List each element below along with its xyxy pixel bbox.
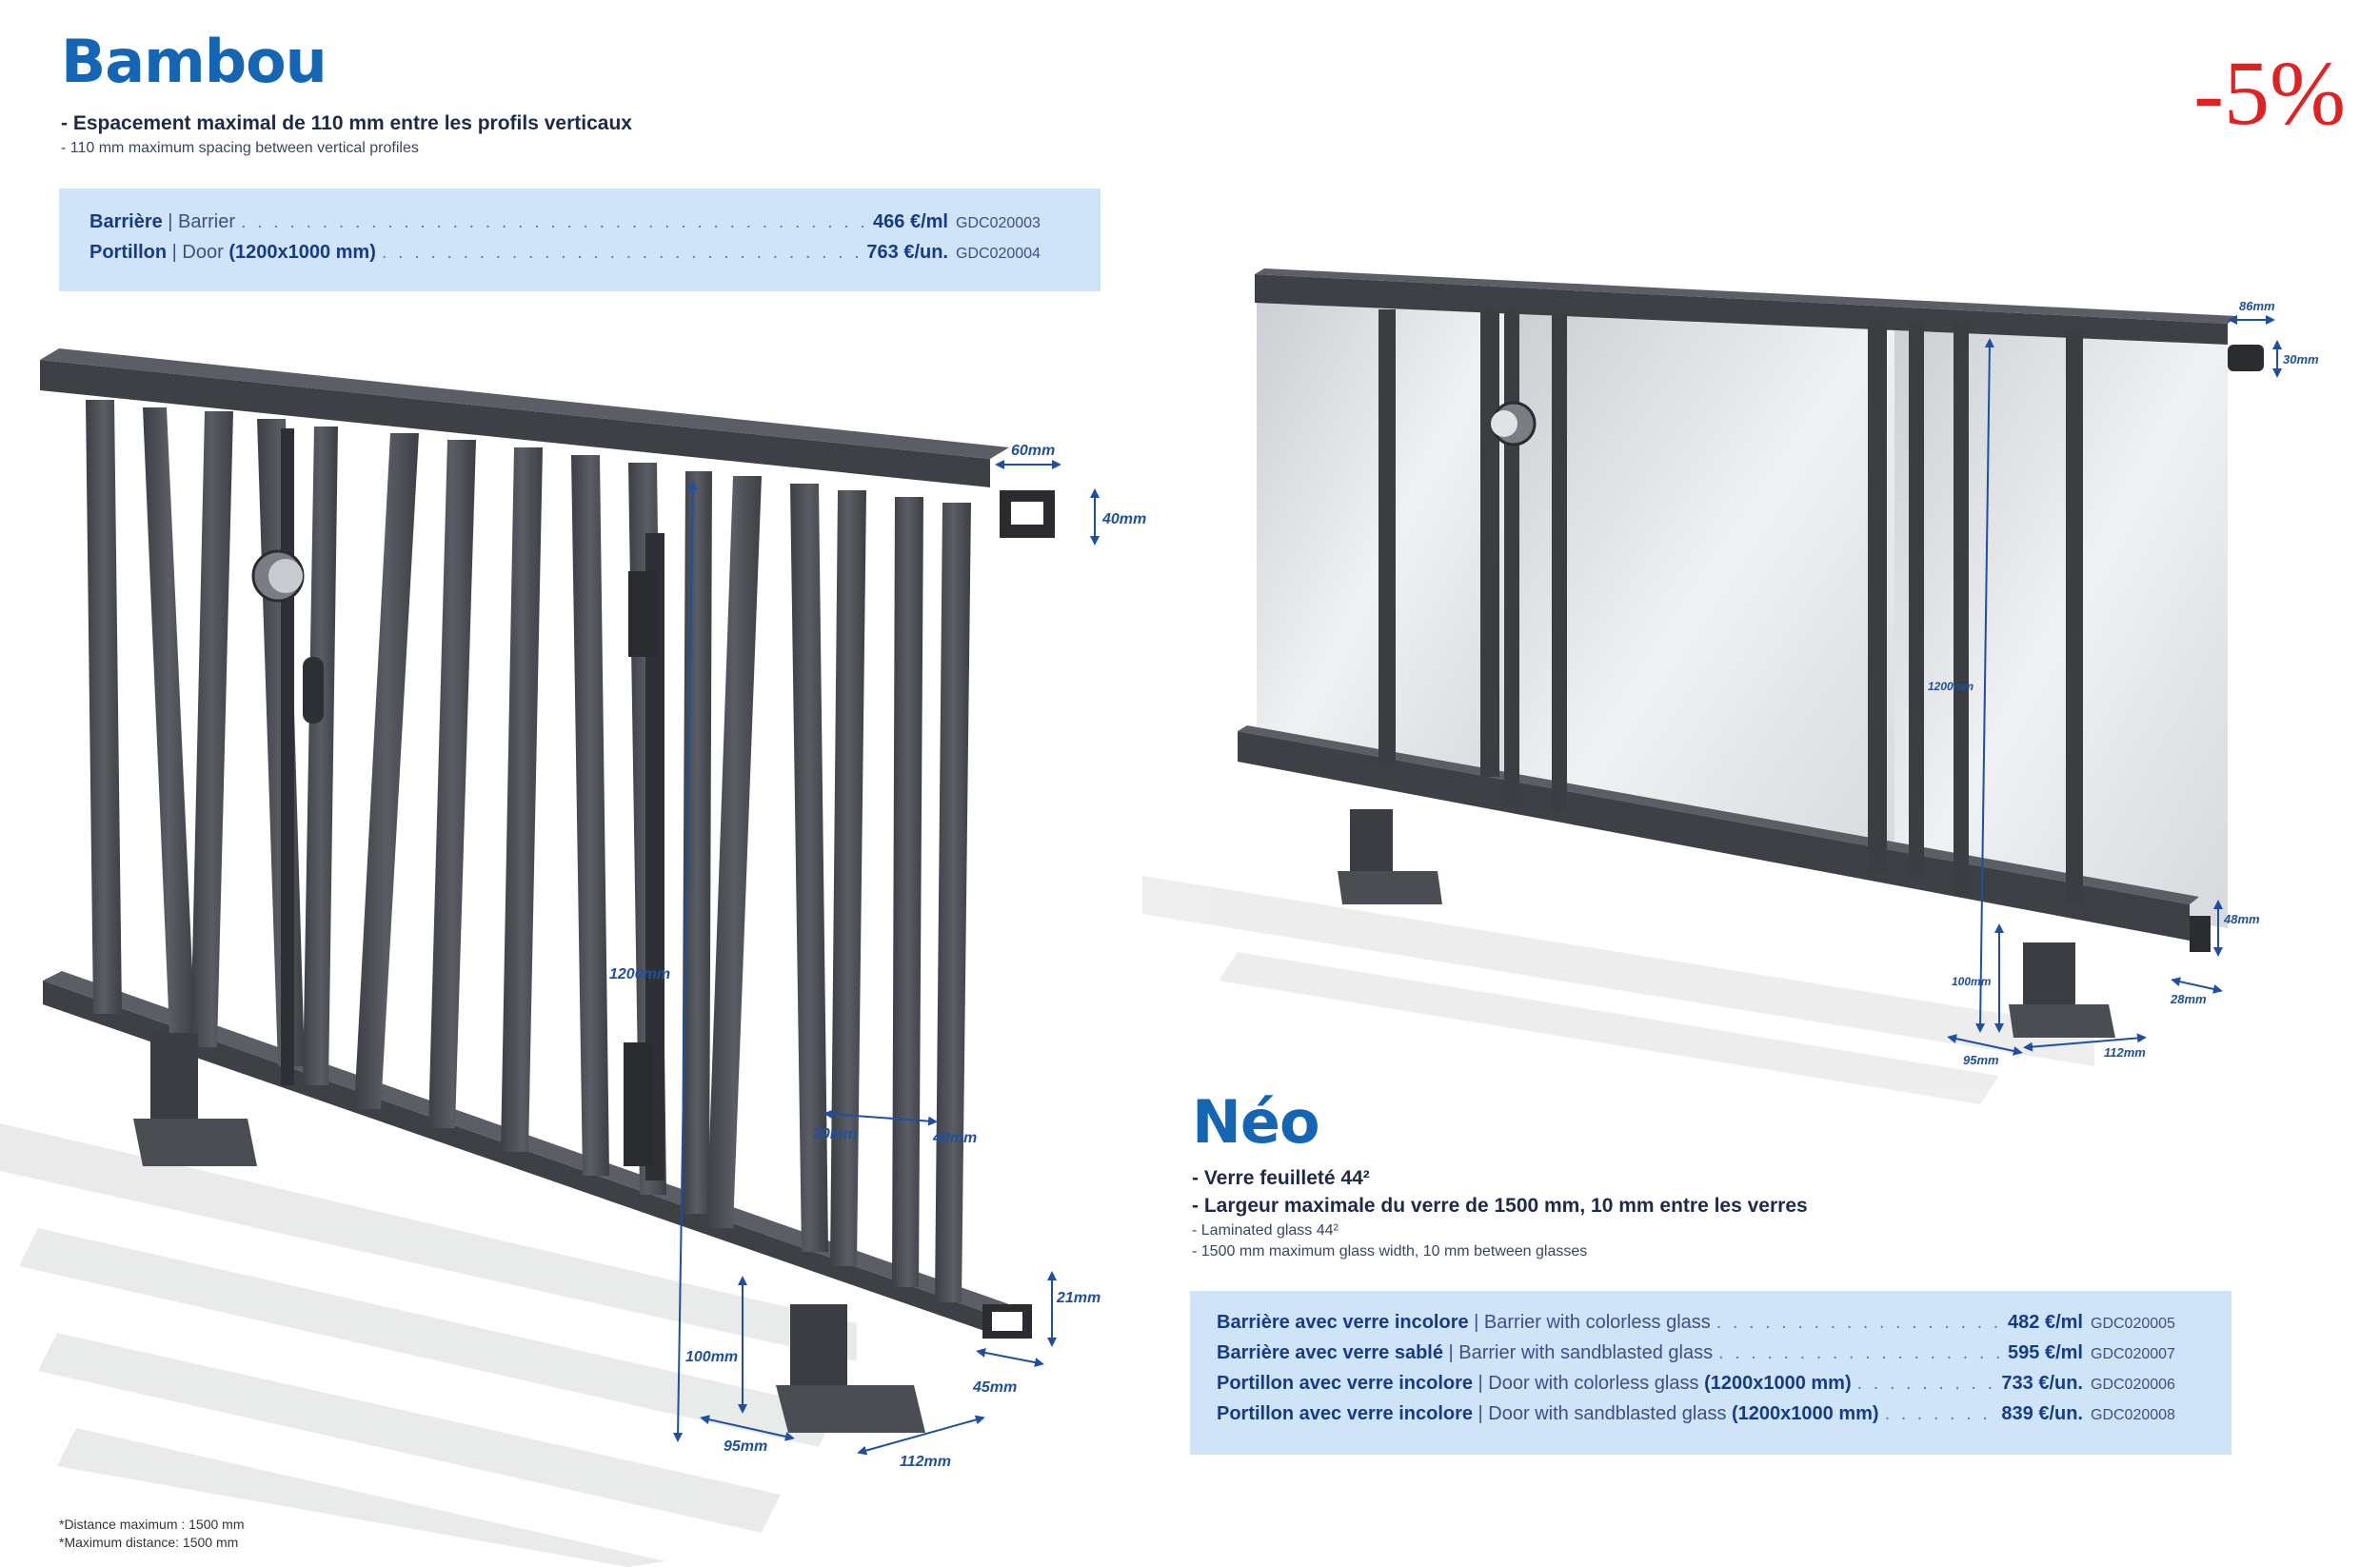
price-label-en: | Barrier with colorless glass xyxy=(1468,1312,1711,1333)
neo-spec-en-1: - Laminated glass 44² xyxy=(1192,1221,1339,1239)
dim-neo-base-w: 95mm xyxy=(1963,1053,1999,1067)
dim-bambou-height: 1200mm xyxy=(609,966,670,982)
dim-neo-rail-h: 30mm xyxy=(2283,352,2319,367)
price-row: Portillon avec verre incolore | Door wit… xyxy=(1217,1373,2205,1403)
neo-dimension-lines xyxy=(1947,315,2282,1056)
leader-dots xyxy=(1885,1403,1996,1425)
price-value: 482 €/ml xyxy=(2008,1312,2083,1333)
footnote: *Distance maximum : 1500 mm *Maximum dis… xyxy=(59,1516,245,1552)
product-code: GDC020003 xyxy=(956,215,1041,231)
price-value: 763 €/un. xyxy=(866,242,948,263)
dim-neo-rail-w: 86mm xyxy=(2239,299,2275,313)
dim-neo-bottom-w: 28mm xyxy=(2170,992,2207,1006)
dim-bambou-base-h: 100mm xyxy=(685,1349,738,1365)
price-value: 595 €/ml xyxy=(2008,1342,2083,1363)
bambou-specs: - Espacement maximal de 110 mm entre les… xyxy=(61,110,632,159)
price-row: Barrière avec verre sablé | Barrier with… xyxy=(1217,1342,2205,1373)
price-row: Portillon avec verre incolore | Door wit… xyxy=(1217,1403,2205,1434)
product-code: GDC020004 xyxy=(956,246,1041,262)
neo-specs: - Verre feuilleté 44² - Largeur maximale… xyxy=(1192,1165,1808,1262)
leader-dots xyxy=(1718,1342,2002,1364)
dim-bambou-base-d: 112mm xyxy=(900,1454,951,1470)
dim-neo-height: 1200mm xyxy=(1928,680,1973,693)
price-label-en: | Door with sandblasted glass xyxy=(1473,1403,1733,1424)
bambou-spec-en: - 110 mm maximum spacing between vertica… xyxy=(61,139,419,156)
dim-bambou-rail-h: 40mm xyxy=(1101,511,1146,527)
price-label-en: | Door xyxy=(167,242,229,263)
price-row: Barrière | Barrier 466 €/ml GDC020003 xyxy=(89,211,1070,242)
bambou-title: Bambou xyxy=(61,27,327,96)
dim-neo-base-h: 100mm xyxy=(1952,975,1992,988)
price-label-en: | Door with colorless glass xyxy=(1473,1373,1705,1394)
price-label-fr: Barrière xyxy=(89,211,163,232)
price-label-en: | Barrier with sandblasted glass xyxy=(1442,1342,1714,1363)
price-label-fr: Portillon avec verre incolore xyxy=(1217,1373,1473,1394)
product-code: GDC020005 xyxy=(2091,1316,2175,1332)
neo-fence-drawing xyxy=(1142,268,2264,1104)
neo-spec-fr-1: - Verre feuilleté 44² xyxy=(1192,1167,1370,1189)
discount-badge: -5% xyxy=(2193,42,2346,144)
bambou-dimension-lines xyxy=(673,460,1100,1456)
bambou-fence-drawing xyxy=(0,348,1055,1567)
neo-title: Néo xyxy=(1192,1087,1320,1157)
price-label-fr: Portillon xyxy=(89,242,168,263)
dim-bambou-post-d: 40mm xyxy=(932,1130,977,1146)
neo-price-box: Barrière avec verre incolore | Barrier w… xyxy=(1190,1291,2231,1455)
dim-bambou-base-w: 95mm xyxy=(724,1438,767,1455)
neo-spec-fr-2: - Largeur maximale du verre de 1500 mm, … xyxy=(1192,1194,1808,1217)
price-label-fr: Portillon avec verre incolore xyxy=(1217,1403,1473,1424)
price-label-en: | Barrier xyxy=(162,211,236,232)
bambou-price-box: Barrière | Barrier 466 €/ml GDC020003 Po… xyxy=(59,188,1101,291)
price-label-fr: Barrière avec verre incolore xyxy=(1217,1312,1469,1333)
leader-dots xyxy=(241,211,867,233)
neo-spec-en-2: - 1500 mm maximum glass width, 10 mm bet… xyxy=(1192,1243,1588,1260)
price-row: Portillon | Door (1200x1000 mm) 763 €/un… xyxy=(89,242,1070,272)
price-value: 466 €/ml xyxy=(873,211,948,232)
price-value: 839 €/un. xyxy=(2001,1403,2083,1424)
dim-neo-base-d: 112mm xyxy=(2104,1045,2146,1060)
bambou-spec-fr: - Espacement maximal de 110 mm entre les… xyxy=(61,112,632,134)
product-code: GDC020007 xyxy=(2091,1346,2175,1362)
leader-dots xyxy=(1716,1312,2002,1334)
leader-dots xyxy=(1857,1373,1996,1395)
dim-bambou-bottom-w: 45mm xyxy=(972,1379,1017,1396)
footnote-fr: *Distance maximum : 1500 mm xyxy=(59,1517,245,1532)
footnote-en: *Maximum distance: 1500 mm xyxy=(59,1534,239,1550)
dim-bambou-rail-w: 60mm xyxy=(1011,443,1055,459)
price-row: Barrière avec verre incolore | Barrier w… xyxy=(1217,1312,2205,1342)
product-code: GDC020006 xyxy=(2091,1377,2175,1393)
leader-dots xyxy=(382,242,862,264)
dim-neo-bottom-h: 48mm xyxy=(2223,912,2260,926)
price-label-size: (1200x1000 mm) xyxy=(228,242,376,263)
product-code: GDC020008 xyxy=(2091,1407,2175,1423)
price-label-fr: Barrière avec verre sablé xyxy=(1217,1342,1443,1363)
dim-bambou-post-w: 20mm xyxy=(812,1126,857,1142)
price-label-size: (1200x1000 mm) xyxy=(1704,1373,1852,1394)
price-label-size: (1200x1000 mm) xyxy=(1732,1403,1879,1424)
dim-bambou-bottom-h: 21mm xyxy=(1056,1290,1101,1306)
price-value: 733 €/un. xyxy=(2001,1373,2083,1394)
